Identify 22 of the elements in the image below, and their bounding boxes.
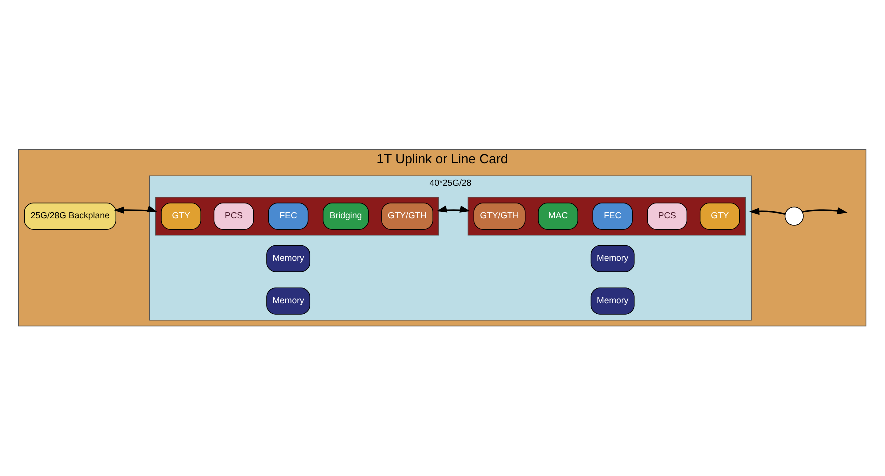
node-box: GTY: [700, 202, 740, 230]
node-box: 25G/28G Backplane: [24, 202, 116, 230]
node-box: Memory: [590, 245, 635, 272]
node-box: GTY/GTH: [382, 202, 434, 230]
node-box: Memory: [266, 245, 310, 272]
node-box: Memory: [266, 288, 310, 315]
arrow: [436, 206, 470, 213]
node-box: Bridging: [322, 202, 370, 230]
node-box: MAC: [538, 202, 578, 230]
cluster: [155, 197, 440, 236]
arrow: [749, 208, 786, 216]
node-box: FEC: [592, 202, 633, 230]
node-box: Memory: [590, 288, 635, 315]
node-box: GTY: [161, 202, 202, 230]
node-box: PCS: [647, 202, 688, 230]
cluster: [468, 197, 746, 236]
arrow: [114, 206, 158, 214]
arrow: [802, 208, 848, 215]
node-box: GTY/GTH: [474, 202, 526, 230]
node-box: PCS: [214, 202, 254, 230]
node-circle: [784, 206, 804, 226]
node-box: FEC: [268, 202, 309, 230]
